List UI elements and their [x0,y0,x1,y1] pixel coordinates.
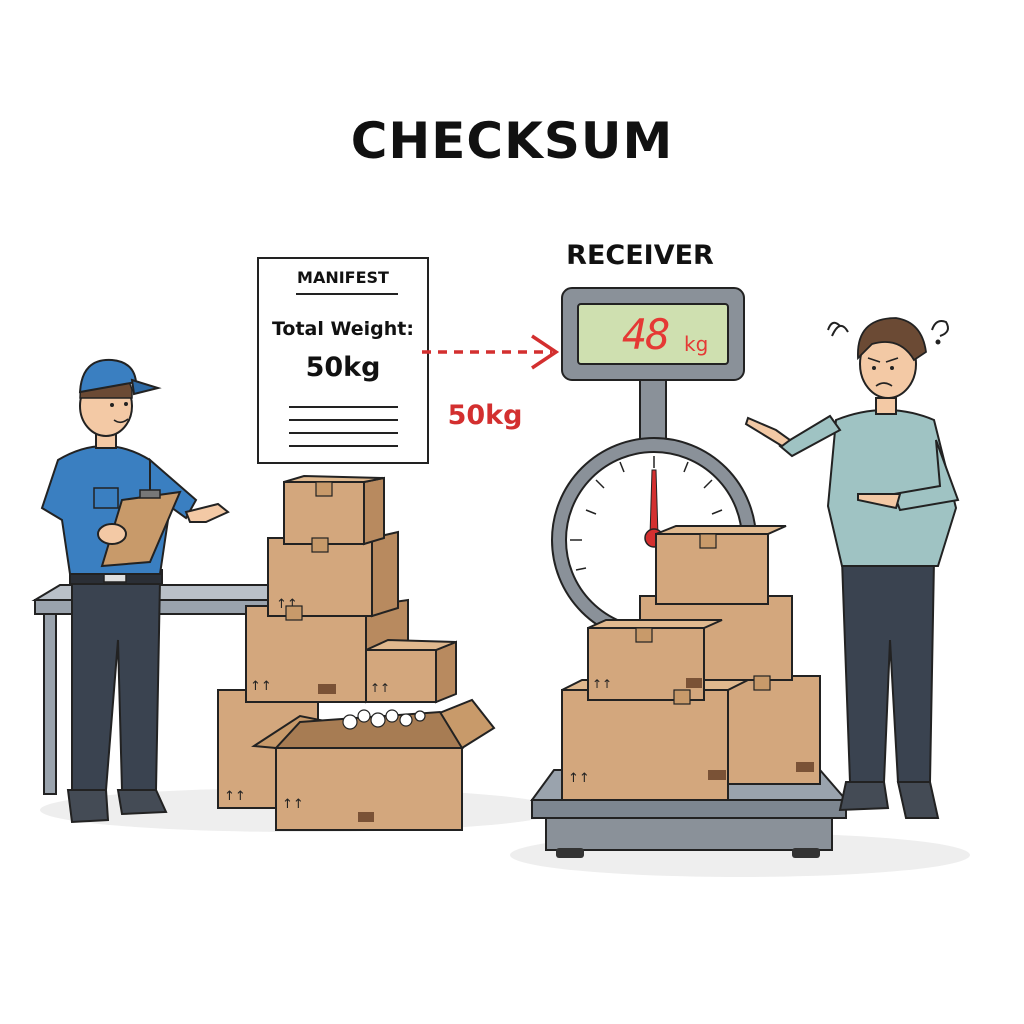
sent-weight-label: 50kg [447,400,523,431]
this-side-up-icon: ↑↑ [250,679,272,694]
manifest-total-weight-label: Total Weight: [271,318,414,340]
sent-box-pile: ↑↑ ↑↑ ↑↑ ↑↑ ↑↑ [217,474,496,831]
page-title: CHECKSUM [350,112,674,170]
scale-reading: 48 [622,310,671,359]
received-box-pile: ↑↑ ↑↑ [561,525,821,801]
svg-text:↑↑: ↑↑ [282,797,304,812]
receiver-heading: RECEIVER [566,240,714,271]
svg-text:↑↑: ↑↑ [370,681,390,695]
confusion-icon [827,320,949,345]
svg-text:↑↑: ↑↑ [568,771,590,786]
receiver-person [744,317,960,819]
svg-text:↑↑: ↑↑ [592,677,612,691]
manifest-heading: MANIFEST [297,268,389,287]
svg-text:↑↑: ↑↑ [224,789,246,804]
scale-display [561,287,745,441]
manifest-document [257,257,429,464]
dashed-arrow-icon [422,334,560,370]
delivery-worker [40,358,230,824]
scale-unit: kg [684,332,709,356]
manifest-total-weight-value: 50kg [305,352,381,383]
